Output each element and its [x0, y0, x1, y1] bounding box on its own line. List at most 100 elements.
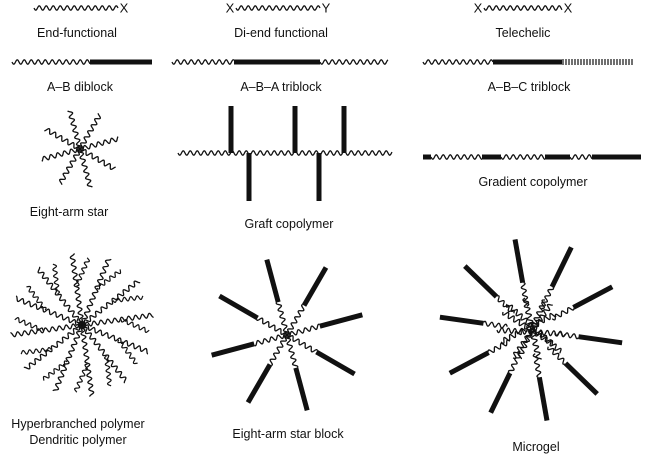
star-block-solid-arm [463, 264, 499, 299]
abc-triblock-c-block [562, 59, 633, 65]
telechelic-chain [483, 5, 563, 11]
end-functional-label: End-functional [37, 26, 117, 40]
star-block-solid-arm [578, 334, 623, 346]
star-block-solid-arm [448, 350, 490, 376]
star-block-wavy-arm [554, 331, 579, 340]
star-block-wavy-arm [286, 304, 305, 336]
star-block-solid-arm [488, 372, 513, 414]
abc-triblock-a-block-path [422, 59, 494, 65]
microgel-figure: Microgel [439, 238, 623, 454]
hyperbranched-polymer-figure: Hyperbranched polymer Dendritic polymer [10, 253, 154, 447]
microgel-crosslink [517, 299, 546, 360]
telechelic-figure: X X Telechelic [474, 1, 573, 41]
gradient-segment-wavy-1-path [430, 154, 483, 160]
star-block-wavy-arm [254, 332, 288, 347]
star-branch [75, 257, 90, 287]
star-arm [67, 110, 83, 150]
eight-arm-star-figure: Eight-arm star [30, 110, 119, 219]
hyperbranched-polymer-label: Hyperbranched polymer [11, 417, 144, 431]
aba-triblock-figure: A–B–A triblock [171, 59, 389, 94]
star-arm [59, 148, 81, 185]
abc-triblock-a-block [422, 59, 494, 65]
gradient-segment-wavy-2 [500, 154, 546, 160]
graft-copolymer-backbone-path [177, 150, 393, 156]
star-block-wavy-arm [275, 302, 290, 336]
star-arm [44, 128, 81, 150]
star-block-wavy-arm [532, 353, 542, 379]
telechelic-label: Telechelic [496, 26, 551, 40]
graft-copolymer-label: Graft copolymer [245, 217, 334, 231]
end-functional-chain-path [33, 5, 119, 11]
ab-diblock-figure: A–B diblock [11, 59, 152, 94]
star-block-wavy-arm [541, 286, 555, 310]
star-arm [79, 324, 95, 397]
star-block-wavy-arm [520, 281, 530, 307]
gradient-segment-wavy-3 [569, 154, 593, 160]
star-block-wavy-arm [496, 295, 515, 314]
star-arm [41, 146, 81, 162]
star-arm [81, 258, 112, 326]
star-block-wavy-arm [284, 334, 299, 368]
star-block-wavy-arm [269, 334, 288, 366]
star-arm [37, 266, 84, 326]
star-block-solid-arm [264, 259, 281, 303]
end-functional-figure: X End-functional [33, 1, 129, 40]
star-branch [42, 360, 68, 381]
end-functional-x-marker: X [120, 1, 129, 16]
di-end-functional-x-marker: X [226, 1, 235, 16]
microgel-arms [439, 238, 623, 422]
star-arm [79, 148, 116, 170]
aba-triblock-a-block-right-path [319, 59, 389, 65]
microgel-label: Microgel [512, 440, 559, 454]
star-block-solid-arm [549, 246, 574, 288]
eight-arm-star-block-arms [211, 259, 363, 411]
gradient-copolymer-figure: Gradient copolymer [423, 154, 641, 189]
star-block-solid-arm [301, 266, 329, 307]
star-arm [79, 136, 119, 152]
star-arm [15, 295, 83, 326]
eight-arm-star-label: Eight-arm star [30, 205, 109, 219]
star-arm [77, 148, 93, 188]
gradient-segment-wavy-2-path [500, 154, 546, 160]
star-branch [74, 363, 89, 393]
microgel-crosslink [502, 311, 554, 346]
star-arm [81, 280, 141, 327]
star-branch [120, 318, 150, 333]
star-arm [81, 312, 154, 328]
ab-diblock-a-block [11, 59, 91, 65]
ab-diblock-label: A–B diblock [47, 80, 114, 94]
star-branch [20, 346, 52, 355]
star-block-wavy-arm [547, 346, 566, 365]
star-block-wavy-arm [286, 334, 318, 353]
ab-diblock-a-block-path [11, 59, 91, 65]
star-branch [52, 263, 61, 295]
star-block-solid-arm [211, 341, 255, 358]
star-block-solid-arm [319, 312, 363, 329]
star-block-wavy-arm [286, 323, 320, 338]
star-branch [14, 317, 44, 332]
star-block-solid-arm [572, 284, 614, 310]
star-block-solid-arm [512, 238, 526, 284]
star-branch [26, 285, 47, 311]
star-block-solid-arm [245, 363, 273, 404]
microgel-core [496, 297, 566, 360]
star-block-wavy-arm [256, 317, 288, 336]
di-end-functional-chain-path [235, 5, 321, 11]
gradient-segment-wavy-1 [430, 154, 483, 160]
eight-arm-star-block-figure: Eight-arm star block [211, 259, 363, 441]
star-branch [96, 269, 122, 290]
microgel-crosslink [512, 303, 553, 359]
star-branch [103, 355, 112, 387]
telechelic-x-marker-right: X [564, 1, 573, 16]
graft-copolymer-backbone [177, 150, 393, 156]
star-block-solid-arm [439, 314, 484, 326]
dendritic-polymer-label: Dendritic polymer [29, 433, 126, 447]
di-end-functional-figure: X Y Di-end functional [226, 1, 331, 41]
aba-triblock-a-block-right [319, 59, 389, 65]
star-arm [52, 324, 83, 392]
hyperbranched-core-arms [10, 253, 154, 397]
star-branch [112, 295, 144, 304]
star-block-wavy-arm [551, 307, 575, 321]
star-block-wavy-arm [483, 320, 508, 329]
